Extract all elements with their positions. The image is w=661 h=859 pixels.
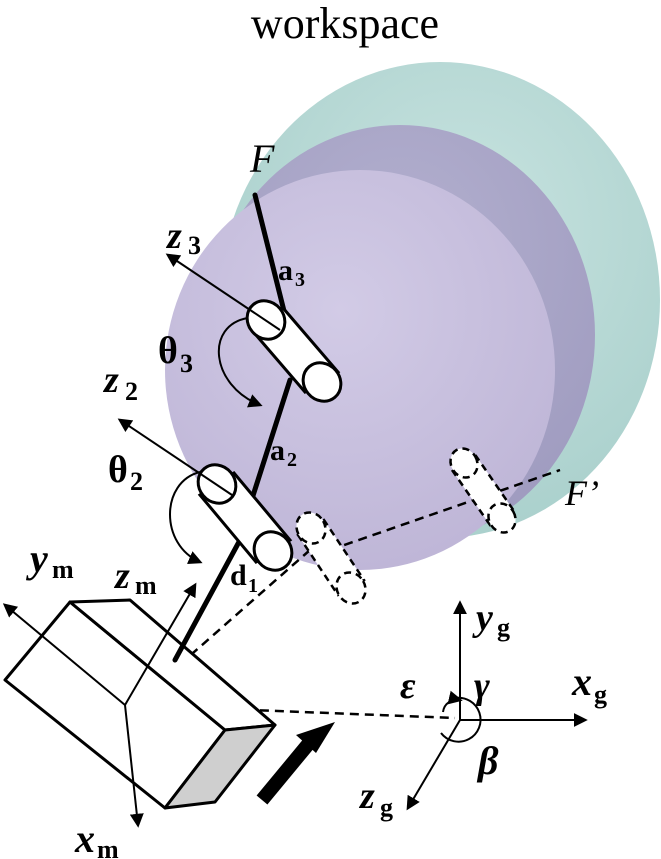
svg-text:2: 2 [287,449,297,471]
epsilon-rotation-arc [442,690,463,713]
beta-gamma-rotation-circle [440,696,482,743]
theta3-rotation-arc [217,317,263,408]
xm-axis-arrow [124,704,144,828]
svg-text:m: m [135,571,157,600]
label-theta3: θ 3 [158,330,193,378]
mobile-base-box [3,598,277,810]
svg-text:1: 1 [248,575,258,597]
projection-lines [124,468,561,720]
svg-text:3: 3 [188,231,201,260]
label-a3: a 3 [278,254,305,291]
label-f: F [249,136,275,181]
label-f-prime: F’ [564,473,599,513]
svg-text:z: z [113,555,130,597]
label-zm: z m [113,555,157,600]
svg-text:3: 3 [180,349,193,378]
svg-text:3: 3 [295,269,305,291]
workspace-title: workspace [251,0,439,48]
label-theta2: θ 2 [108,449,143,496]
zg-axis-arrow [406,719,461,811]
dashed-line-to-global-origin [124,703,456,720]
svg-text:a: a [278,254,293,287]
svg-text:g: g [497,613,510,642]
label-gamma: γ [474,665,490,707]
theta2-rotation-arc [169,471,203,565]
z2-axis-arrow [117,418,233,496]
svg-text:2: 2 [130,467,143,496]
svg-text:x: x [571,659,592,704]
label-xg: x g [571,659,607,709]
label-a2: a 2 [270,434,297,471]
link-a2 [247,377,293,508]
label-zg: z g [358,775,393,822]
label-beta: β [476,738,499,783]
svg-text:z: z [358,775,375,817]
svg-text:y: y [472,597,493,639]
label-ym: y m [26,536,74,584]
svg-text:2: 2 [125,377,138,406]
ghost-joint-far [449,447,517,534]
dashed-line-to-base [184,549,311,661]
label-z2: z 2 [102,359,138,406]
ghost-joint-near [295,511,367,605]
svg-text:θ: θ [108,449,128,491]
svg-text:x: x [74,816,95,859]
dashed-line-to-f-prime [329,468,561,552]
link-d1 [172,537,243,663]
svg-text:g: g [380,793,393,822]
svg-text:m: m [97,835,119,859]
svg-text:z: z [165,215,182,257]
label-xm: x m [74,816,119,859]
svg-text:a: a [270,434,285,467]
base-motion-arrow [256,722,335,805]
global-frame [406,600,588,811]
label-d1: d 1 [230,559,258,597]
svg-text:θ: θ [158,330,178,372]
label-yg: y g [472,597,510,642]
svg-text:y: y [26,536,48,581]
label-epsilon: ε [400,665,416,707]
svg-text:g: g [594,680,607,709]
label-z3: z 3 [165,215,201,260]
svg-text:d: d [230,559,247,592]
svg-text:z: z [102,359,119,401]
ym-axis-arrow [2,603,126,706]
svg-text:m: m [52,555,74,584]
z3-axis-arrow [165,253,281,331]
zm-axis-arrow [124,582,197,706]
